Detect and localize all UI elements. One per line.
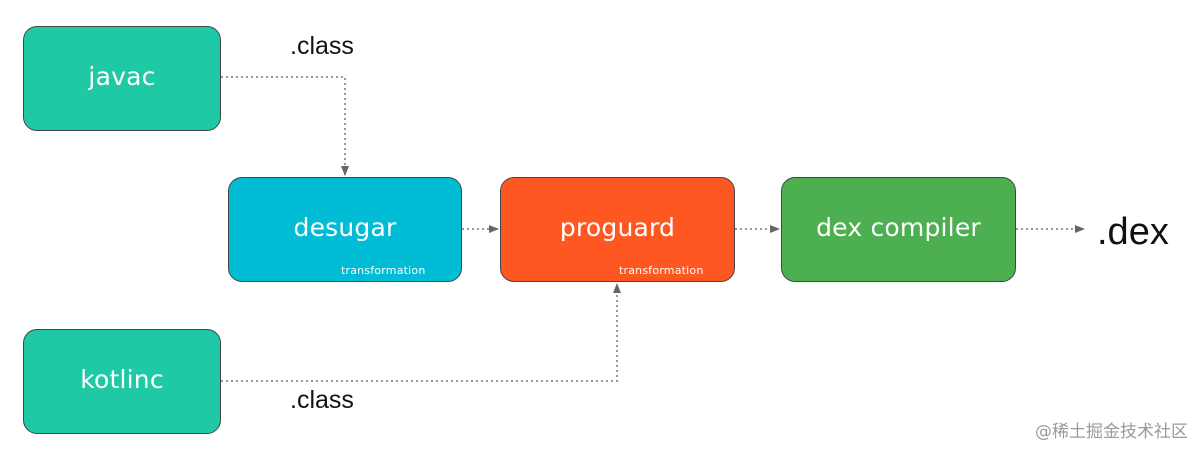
kotlinc-node: kotlinc [23,329,221,434]
connector-javac-to-desugar [221,76,349,176]
proguard-sublabel: transformation [619,264,704,277]
connector-kotlinc-to-proguard [221,283,621,382]
kotlinc-label: kotlinc [80,365,164,394]
desugar-sublabel: transformation [341,264,426,277]
proguard-node: proguard transformation [500,177,735,282]
dex-output-label: .dex [1097,211,1169,253]
kotlinc-output-label: .class [290,386,354,414]
desugar-label: desugar [293,213,397,242]
javac-node: javac [23,26,221,131]
dex-compiler-node: dex compiler [781,177,1016,282]
javac-output-label: .class [290,32,354,60]
dex-compiler-label: dex compiler [816,213,981,242]
javac-label: javac [88,62,156,91]
watermark: @稀土掘金技术社区 [1035,422,1188,442]
proguard-label: proguard [559,213,676,242]
desugar-node: desugar transformation [228,177,462,282]
